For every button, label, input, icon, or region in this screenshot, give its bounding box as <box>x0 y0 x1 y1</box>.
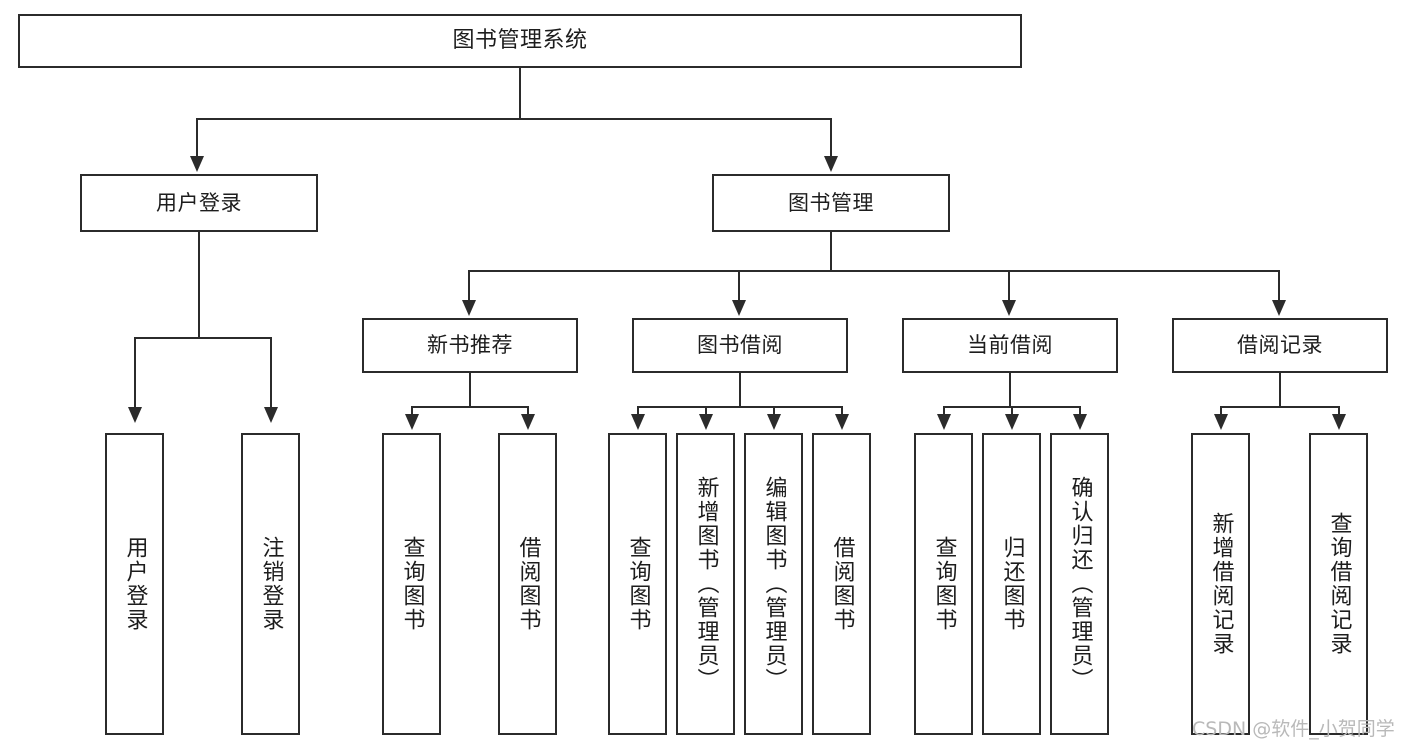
leaf-label: 编辑图书（管理员） <box>761 476 787 692</box>
arrowhead-icon <box>699 414 713 430</box>
connector-book-borrow-bar <box>637 406 843 408</box>
node-label: 图书借阅 <box>697 333 783 358</box>
leaf-user-login[interactable]: 用户登录 <box>105 433 164 735</box>
leaf-label: 查询借阅记录 <box>1326 512 1352 656</box>
connector-bm-to-current-borrow <box>1008 270 1010 302</box>
leaf-label: 确认归还（管理员） <box>1067 476 1093 692</box>
leaf-label: 用户登录 <box>122 536 148 632</box>
connector-bb-to-leaf-2 <box>705 406 707 418</box>
arrowhead-icon <box>1002 300 1016 316</box>
connector-bb-to-leaf-3 <box>773 406 775 418</box>
node-label: 借阅记录 <box>1237 333 1323 358</box>
connector-br-to-leaf-2 <box>1338 406 1340 418</box>
leaf-label: 归还图书 <box>999 536 1025 632</box>
connector-borrow-record-stem <box>1279 373 1281 406</box>
leaf-label: 注销登录 <box>258 536 284 632</box>
leaf-label: 查询图书 <box>931 536 957 632</box>
connector-cb-to-leaf-2 <box>1011 406 1013 418</box>
leaf-logout-login[interactable]: 注销登录 <box>241 433 300 735</box>
connector-bm-to-borrow-record <box>1278 270 1280 302</box>
connector-root-to-book-management <box>830 118 832 158</box>
node-root-book-management-system[interactable]: 图书管理系统 <box>18 14 1022 68</box>
arrowhead-icon <box>1332 414 1346 430</box>
connector-bm-to-new-book <box>468 270 470 302</box>
node-label: 图书管理系统 <box>452 28 588 54</box>
arrowhead-icon <box>1005 414 1019 430</box>
node-label: 新书推荐 <box>427 333 513 358</box>
leaf-label: 查询图书 <box>625 536 651 632</box>
connector-cb-to-leaf-3 <box>1079 406 1081 418</box>
connector-current-borrow-stem <box>1009 373 1011 406</box>
connector-root-stem <box>519 68 521 118</box>
leaf-label: 新增图书（管理员） <box>693 476 719 692</box>
arrowhead-icon <box>1272 300 1286 316</box>
leaf-edit-book-admin[interactable]: 编辑图书（管理员） <box>744 433 803 735</box>
arrowhead-icon <box>190 156 204 172</box>
connector-user-login-to-leaf-2 <box>270 337 272 409</box>
node-book-management[interactable]: 图书管理 <box>712 174 950 232</box>
leaf-label: 新增借阅记录 <box>1208 512 1234 656</box>
arrowhead-icon <box>937 414 951 430</box>
leaf-add-book-admin[interactable]: 新增图书（管理员） <box>676 433 735 735</box>
leaf-return-book[interactable]: 归还图书 <box>982 433 1041 735</box>
arrowhead-icon <box>631 414 645 430</box>
connector-br-to-leaf-1 <box>1220 406 1222 418</box>
leaf-query-borrow-record[interactable]: 查询借阅记录 <box>1309 433 1368 735</box>
connector-bb-to-leaf-1 <box>637 406 639 418</box>
node-label: 用户登录 <box>156 190 242 215</box>
leaf-borrow-book-1[interactable]: 借阅图书 <box>498 433 557 735</box>
arrowhead-icon <box>767 414 781 430</box>
leaf-label: 借阅图书 <box>829 536 855 632</box>
node-label: 当前借阅 <box>967 333 1053 358</box>
connector-new-book-to-leaf-1 <box>411 406 413 418</box>
connector-new-book-bar <box>411 406 528 408</box>
leaf-label: 借阅图书 <box>515 536 541 632</box>
leaf-query-book-2[interactable]: 查询图书 <box>608 433 667 735</box>
node-borrow-record[interactable]: 借阅记录 <box>1172 318 1388 373</box>
arrowhead-icon <box>405 414 419 430</box>
arrowhead-icon <box>462 300 476 316</box>
arrowhead-icon <box>1214 414 1228 430</box>
connector-book-management-stem <box>830 232 832 270</box>
node-user-login[interactable]: 用户登录 <box>80 174 318 232</box>
arrowhead-icon <box>1073 414 1087 430</box>
connector-cb-to-leaf-1 <box>943 406 945 418</box>
leaf-confirm-return-admin[interactable]: 确认归还（管理员） <box>1050 433 1109 735</box>
connector-new-book-to-leaf-2 <box>527 406 529 418</box>
connector-user-login-stem <box>198 232 200 337</box>
leaf-add-borrow-record[interactable]: 新增借阅记录 <box>1191 433 1250 735</box>
arrowhead-icon <box>264 407 278 423</box>
connector-bm-to-book-borrow <box>738 270 740 302</box>
leaf-borrow-book-2[interactable]: 借阅图书 <box>812 433 871 735</box>
arrowhead-icon <box>521 414 535 430</box>
node-new-book-recommend[interactable]: 新书推荐 <box>362 318 578 373</box>
connector-book-borrow-stem <box>739 373 741 406</box>
arrowhead-icon <box>128 407 142 423</box>
arrowhead-icon <box>835 414 849 430</box>
connector-root-to-user-login <box>196 118 198 158</box>
connector-root-bar <box>196 118 832 120</box>
connector-user-login-to-leaf-1 <box>134 337 136 409</box>
connector-book-management-bar <box>468 270 1280 272</box>
connector-bb-to-leaf-4 <box>841 406 843 418</box>
leaf-query-book-3[interactable]: 查询图书 <box>914 433 973 735</box>
csdn-watermark: CSDN @软件_小贺同学 <box>1192 718 1395 740</box>
node-book-borrow[interactable]: 图书借阅 <box>632 318 848 373</box>
node-current-borrow[interactable]: 当前借阅 <box>902 318 1118 373</box>
connector-new-book-stem <box>469 373 471 406</box>
leaf-label: 查询图书 <box>399 536 425 632</box>
leaf-query-book-1[interactable]: 查询图书 <box>382 433 441 735</box>
arrowhead-icon <box>824 156 838 172</box>
arrowhead-icon <box>732 300 746 316</box>
node-label: 图书管理 <box>788 190 874 215</box>
connector-user-login-bar <box>134 337 270 339</box>
connector-borrow-record-bar <box>1220 406 1339 408</box>
